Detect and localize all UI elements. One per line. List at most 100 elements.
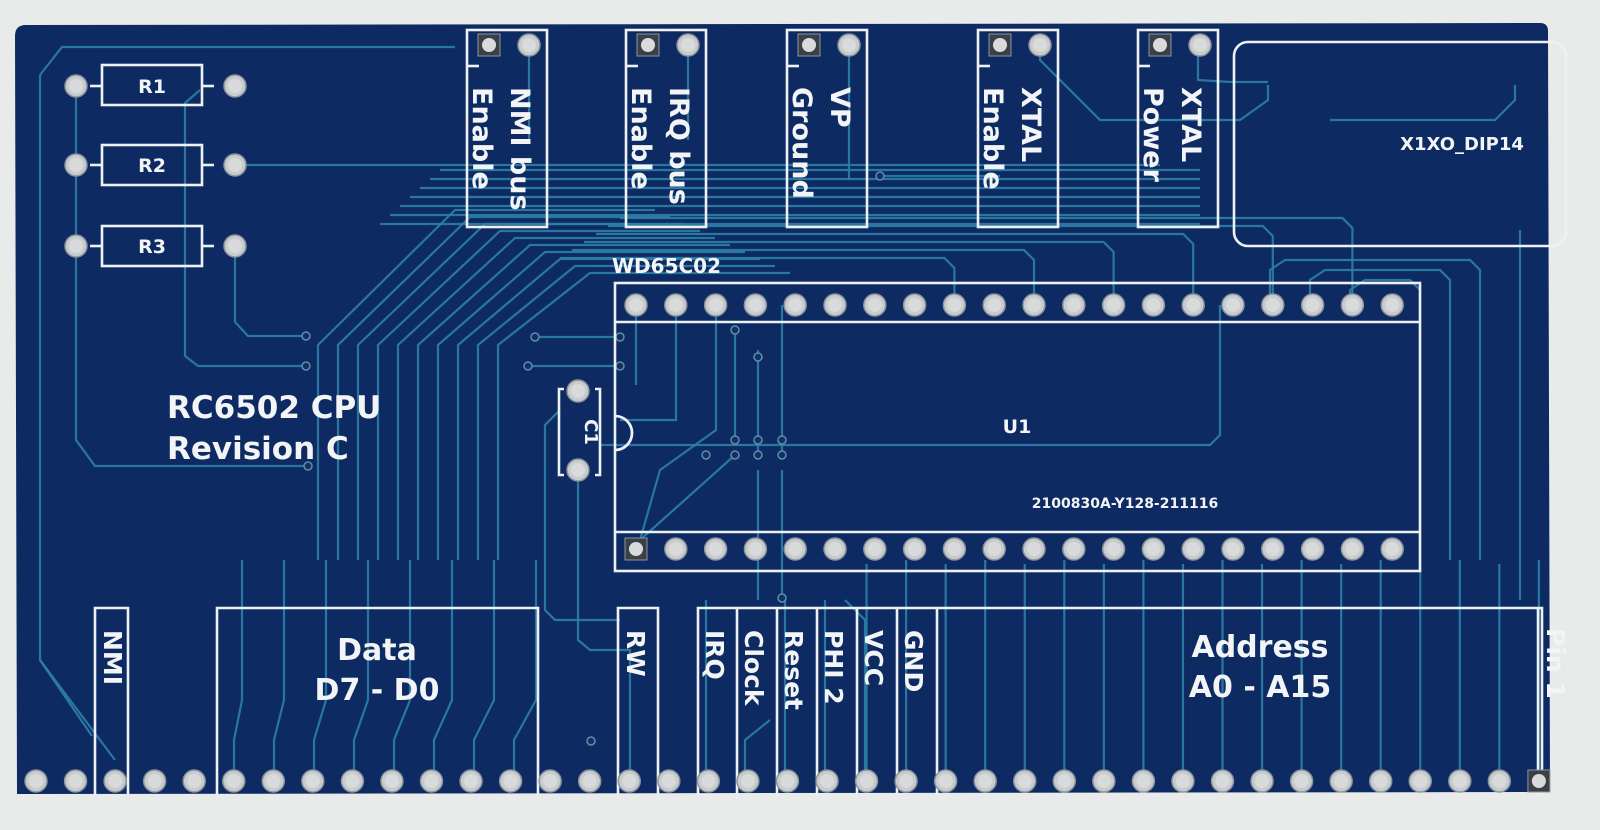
cpu-pin-bottom[interactable] <box>1380 537 1404 561</box>
edge-pad[interactable] <box>1408 769 1432 793</box>
cpu-pin-top[interactable] <box>823 293 847 317</box>
cpu-pin-bottom[interactable] <box>1022 537 1046 561</box>
capacitor-c1[interactable]: C1 <box>557 387 602 477</box>
edge-pad[interactable] <box>182 769 206 793</box>
cpu-pin-bottom[interactable] <box>1141 537 1166 561</box>
cpu-pin-top[interactable] <box>1340 293 1365 317</box>
jumper-pad-2[interactable] <box>837 33 861 57</box>
edge-pad[interactable] <box>577 769 602 793</box>
cpu-pin-top[interactable] <box>1261 293 1285 317</box>
cpu-pin-bottom[interactable] <box>1261 537 1285 561</box>
cpu-pin-top[interactable] <box>1221 293 1245 317</box>
resistor-pad-right[interactable] <box>223 153 247 177</box>
edge-pad[interactable] <box>24 769 48 793</box>
edge-pad[interactable] <box>1171 769 1195 793</box>
jumper-pad-2[interactable] <box>1028 33 1052 57</box>
resistor-pad-left[interactable] <box>64 234 88 258</box>
cpu-u1[interactable]: WD65C02 U1 2100830A-Y128-211116 <box>612 254 1422 573</box>
edge-pad[interactable] <box>419 769 444 793</box>
cpu-pin-top[interactable] <box>1101 293 1126 317</box>
jumper-pad-2[interactable] <box>676 33 700 57</box>
cpu-pin-top[interactable] <box>1022 293 1046 317</box>
cpu-pin-bottom[interactable] <box>1340 537 1365 561</box>
cpu-pin-top[interactable] <box>1300 293 1325 317</box>
capacitor-pad[interactable] <box>566 458 590 482</box>
cpu-pin-bottom[interactable] <box>942 537 967 561</box>
edge-pad[interactable] <box>854 769 879 793</box>
cpu-pin-bottom[interactable] <box>743 537 768 561</box>
cpu-pin-top[interactable] <box>624 293 648 317</box>
cpu-pin-top[interactable] <box>982 293 1006 317</box>
edge-pad[interactable] <box>63 769 88 793</box>
jumper-pad-2[interactable] <box>1188 33 1212 57</box>
resistor-pad-left[interactable] <box>64 153 88 177</box>
edge-pad[interactable] <box>538 769 562 793</box>
cpu-pin-bottom[interactable] <box>1300 537 1325 561</box>
edge-pad[interactable] <box>696 769 721 793</box>
edge-pad[interactable] <box>1289 769 1314 793</box>
edge-pad[interactable] <box>301 769 325 793</box>
oscillator-x1[interactable]: X1XO_DIP14 <box>1232 40 1568 248</box>
cpu-pin-bottom[interactable] <box>624 537 648 561</box>
jumper-pad-2[interactable] <box>517 33 541 57</box>
edge-pad[interactable] <box>933 769 958 793</box>
edge-pad[interactable] <box>1527 769 1551 793</box>
edge-pad[interactable] <box>894 769 918 793</box>
cpu-pin-bottom[interactable] <box>664 537 688 561</box>
cpu-pin-top[interactable] <box>1380 293 1404 317</box>
edge-pad[interactable] <box>1448 769 1472 793</box>
jumper-pad-1[interactable] <box>1148 33 1172 57</box>
cpu-pin-bottom[interactable] <box>783 537 807 561</box>
cpu-pin-bottom[interactable] <box>1181 537 1205 561</box>
edge-pad[interactable] <box>459 769 483 793</box>
resistor-r1[interactable]: R1 <box>90 63 214 107</box>
cpu-pin-bottom[interactable] <box>863 537 887 561</box>
cpu-pin-bottom[interactable] <box>1221 537 1245 561</box>
edge-pad[interactable] <box>775 769 800 793</box>
cpu-pin-top[interactable] <box>902 293 927 317</box>
cpu-pin-top[interactable] <box>863 293 887 317</box>
cpu-pin-top[interactable] <box>1141 293 1166 317</box>
cpu-pin-bottom[interactable] <box>1101 537 1126 561</box>
edge-pad[interactable] <box>1052 769 1077 793</box>
cpu-pin-top[interactable] <box>942 293 967 317</box>
cpu-pin-top[interactable] <box>1062 293 1086 317</box>
edge-pad[interactable] <box>1329 769 1353 793</box>
edge-pad[interactable] <box>498 769 523 793</box>
capacitor-pad[interactable] <box>566 379 590 403</box>
edge-pad[interactable] <box>222 769 246 793</box>
edge-pad[interactable] <box>657 769 681 793</box>
cpu-pin-bottom[interactable] <box>703 537 728 561</box>
edge-pad[interactable] <box>617 769 641 793</box>
jumper-pad-1[interactable] <box>988 33 1012 57</box>
edge-pad[interactable] <box>340 769 365 793</box>
edge-pad[interactable] <box>736 769 760 793</box>
resistor-pad-right[interactable] <box>223 234 247 258</box>
edge-pad[interactable] <box>380 769 404 793</box>
cpu-pin-top[interactable] <box>1181 293 1205 317</box>
edge-pad[interactable] <box>261 769 286 793</box>
edge-pad[interactable] <box>1131 769 1156 793</box>
cpu-pin-top[interactable] <box>743 293 768 317</box>
cpu-pin-bottom[interactable] <box>1062 537 1086 561</box>
edge-pad[interactable] <box>1368 769 1393 793</box>
edge-pad[interactable] <box>815 769 839 793</box>
edge-pad[interactable] <box>1250 769 1274 793</box>
cpu-pin-top[interactable] <box>783 293 807 317</box>
cpu-pin-bottom[interactable] <box>823 537 847 561</box>
resistor-r2[interactable]: R2 <box>90 143 214 187</box>
cpu-pin-bottom[interactable] <box>982 537 1006 561</box>
edge-pad[interactable] <box>1013 769 1037 793</box>
edge-pad[interactable] <box>1487 769 1512 793</box>
edge-pad[interactable] <box>1210 769 1235 793</box>
cpu-pin-bottom[interactable] <box>902 537 927 561</box>
jumper-pad-1[interactable] <box>477 33 501 57</box>
resistor-pad-right[interactable] <box>223 74 247 98</box>
cpu-pin-top[interactable] <box>703 293 728 317</box>
resistor-pad-left[interactable] <box>64 74 88 98</box>
